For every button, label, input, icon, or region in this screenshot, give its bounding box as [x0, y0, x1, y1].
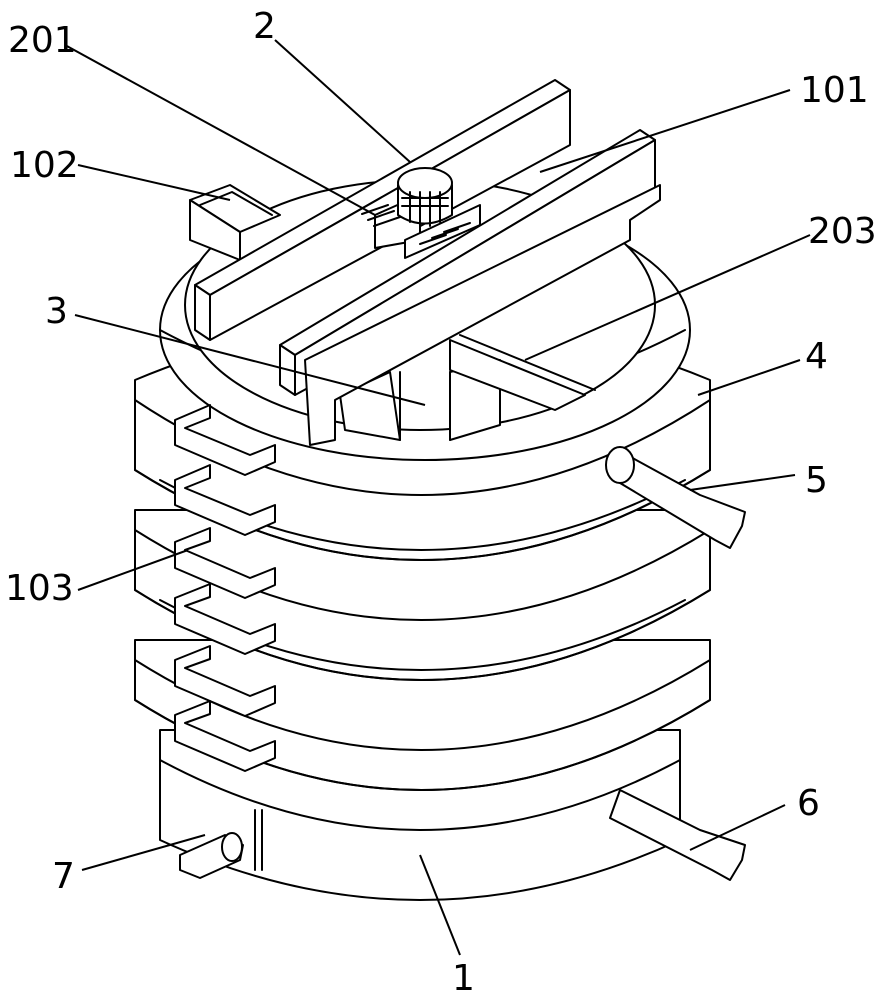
- label-4: 4: [805, 336, 828, 377]
- labels: 201 2 101 102 203 3 4 5 103 6 7 1: [5, 6, 876, 999]
- label-6: 6: [797, 783, 820, 824]
- label-3: 3: [45, 291, 68, 332]
- label-7: 7: [52, 856, 75, 897]
- clip-row: [174, 404, 276, 772]
- label-2: 2: [253, 6, 276, 47]
- middle-ring: [134, 509, 711, 681]
- label-103: 103: [5, 568, 74, 609]
- cross-bar: [449, 334, 596, 411]
- label-5: 5: [805, 460, 828, 501]
- label-201: 201: [8, 20, 77, 61]
- label-102: 102: [10, 145, 79, 186]
- pipe-5: [605, 446, 746, 549]
- motor-cylinder: [397, 167, 453, 227]
- label-101: 101: [800, 70, 869, 111]
- label-203: 203: [808, 211, 876, 252]
- pipe-7: [179, 832, 244, 879]
- label-1: 1: [452, 958, 475, 999]
- pipe-6: [609, 789, 746, 881]
- leader-lines: [64, 39, 811, 956]
- support-frame: [304, 184, 661, 446]
